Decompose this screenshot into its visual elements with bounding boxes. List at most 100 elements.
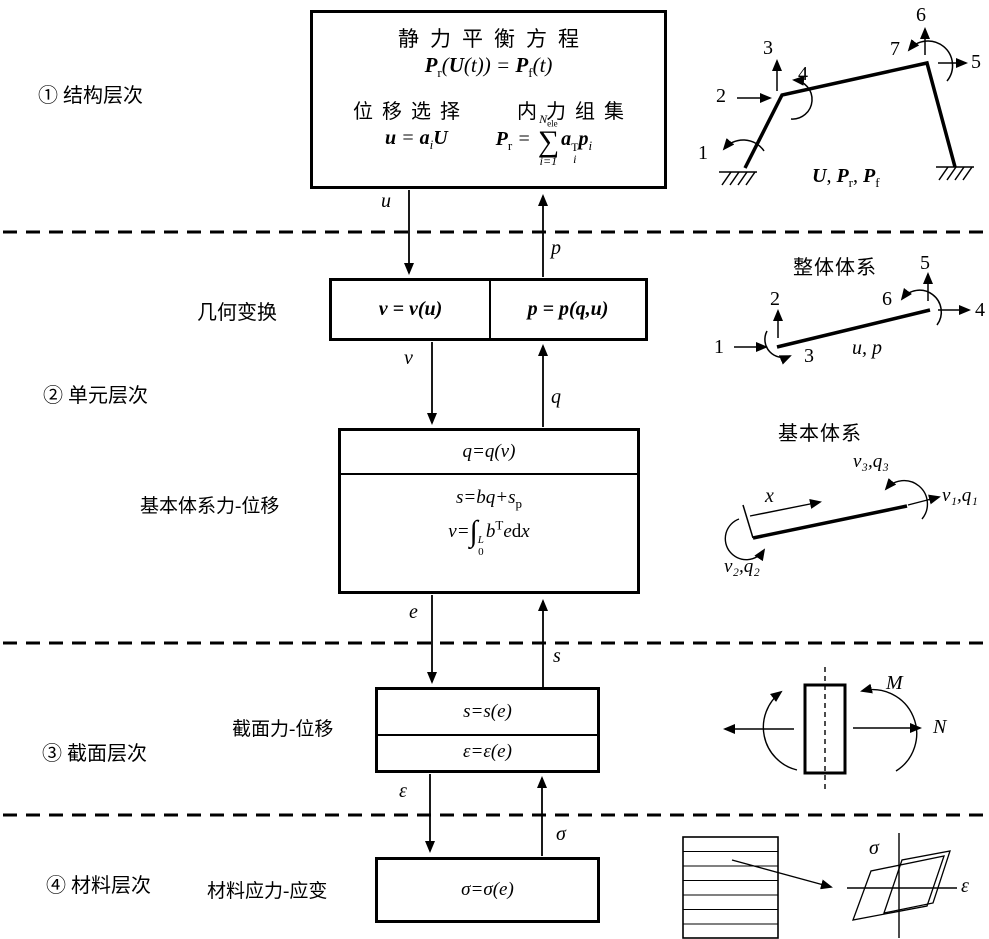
strain-axis-label: ε (961, 875, 969, 897)
frag: i (429, 137, 434, 153)
frag: , (853, 165, 864, 187)
frag: r (507, 137, 513, 153)
frag: T (495, 517, 504, 533)
basic-v3q3-label: v₃,q₃ (853, 451, 889, 472)
flow-label-v: v (404, 347, 413, 369)
section-box: s=s(e) ε=ε(e) (375, 687, 600, 773)
frag: d (511, 521, 522, 542)
basic-system-title: 基本体系 (778, 423, 862, 445)
frag: e (503, 521, 512, 542)
frag: p (515, 495, 522, 511)
basic-system-figure (724, 478, 941, 562)
frag: s=bq+s (456, 487, 516, 508)
frag: r (437, 65, 442, 81)
end-tick (742, 504, 754, 539)
frame-members (743, 60, 957, 169)
hysteresis-loop (851, 850, 951, 921)
global-dof-6: 6 (882, 288, 892, 310)
frag: a (419, 127, 430, 150)
stress-axis-label: σ (869, 837, 879, 859)
global-dof-3: 3 (804, 345, 814, 367)
fiber-lines (683, 850, 778, 925)
equilibrium-column-labels: 位移选择 内力组集 (313, 95, 664, 124)
frame-dof-3: 3 (763, 37, 773, 59)
frag: u (384, 127, 397, 150)
frame-vector-label: U, Pr, Pf (812, 165, 880, 191)
moment-M-label: M (886, 672, 903, 694)
frag: (t) (532, 53, 553, 77)
level-label-structure: ① 结构层次 (38, 85, 143, 107)
geo-transform-label: 几何变换 (197, 302, 277, 324)
material-figure (682, 833, 957, 939)
section-row1-formula: s=s(e) (378, 690, 597, 736)
frame-right-support (936, 166, 974, 181)
material-box-label: 材料应力-应变 (207, 881, 328, 902)
frame-dof-4: 4 (798, 63, 808, 85)
frag: ( (441, 53, 449, 77)
basic-system-label: 基本体系力-位移 (140, 496, 280, 517)
displacement-selection-label: 位移选择 (353, 101, 469, 123)
frag: P (863, 165, 876, 187)
axial-N-label: N (933, 716, 947, 738)
section-rectangle (803, 683, 847, 775)
frame-dof-7: 7 (890, 38, 900, 60)
frag: = (396, 127, 420, 150)
frame-left-support (719, 171, 757, 186)
frag: U (448, 53, 464, 77)
material-box: σ=σ(e) (375, 857, 600, 923)
integral-symbol: ∫ (469, 515, 478, 548)
sigma-sum-symbol: ∑ (537, 125, 560, 159)
frame-dof-6: 6 (916, 4, 926, 26)
frag: f (875, 175, 880, 190)
frame-dof-5: 5 (971, 51, 981, 73)
frag: a (561, 127, 572, 150)
flow-label-e: e (409, 601, 418, 623)
basic-x-label: x (765, 485, 774, 507)
global-dof-2: 2 (770, 288, 780, 310)
flow-label-q: q (551, 386, 561, 408)
frag: i=1 (539, 154, 558, 169)
equilibrium-equation: Pr(U(t)) = Pf(t) (313, 53, 664, 81)
frag: = (512, 127, 536, 150)
global-up-label: u, p (852, 337, 882, 359)
frame-structure-figure (719, 27, 974, 186)
geo-right-formula: p = p(q,u) (489, 281, 645, 338)
frag: p (578, 127, 589, 150)
basic-v1q1-label: v₁,q₁ (942, 485, 978, 506)
level-label-element: ② 单元层次 (43, 385, 148, 407)
flow-label-u: u (381, 190, 391, 212)
frag: v= (448, 521, 470, 542)
frag: , (826, 165, 837, 187)
global-system-title: 整体体系 (793, 257, 877, 279)
basic-row2-formula: s=bq+sp (341, 487, 637, 512)
frame-dof-1: 1 (698, 142, 708, 164)
summation: Nele∑i=1 (538, 113, 559, 167)
flow-label-sigma: σ (556, 823, 566, 845)
flow-label-eps: ε (399, 780, 407, 802)
frame-dof-arrows (722, 27, 968, 152)
frame-dof-2: 2 (716, 85, 726, 107)
flow-label-p: p (551, 237, 561, 259)
moment-arc-left (762, 690, 798, 771)
frag: Nele (539, 112, 558, 129)
frag: x (521, 521, 530, 542)
fiber-section (682, 836, 779, 939)
frag: P (495, 127, 508, 150)
frag: P (836, 165, 849, 187)
basic-dof-arrows (724, 478, 941, 562)
frag: P (424, 53, 438, 77)
level-label-section: ③ 截面层次 (42, 743, 147, 765)
fiber-pointer-arrow (731, 859, 833, 890)
frag: f (528, 65, 533, 81)
geo-left-formula: v = v(u) (378, 298, 443, 320)
frag: U (433, 127, 448, 150)
equilibrium-box: 静力平衡方程 Pr(U(t)) = Pf(t) 位移选择 内力组集 u = ai… (310, 10, 667, 189)
equilibrium-title: 静力平衡方程 (398, 27, 590, 51)
basic-row1-formula: q=q(v) (341, 431, 637, 475)
frag: r (848, 175, 854, 190)
